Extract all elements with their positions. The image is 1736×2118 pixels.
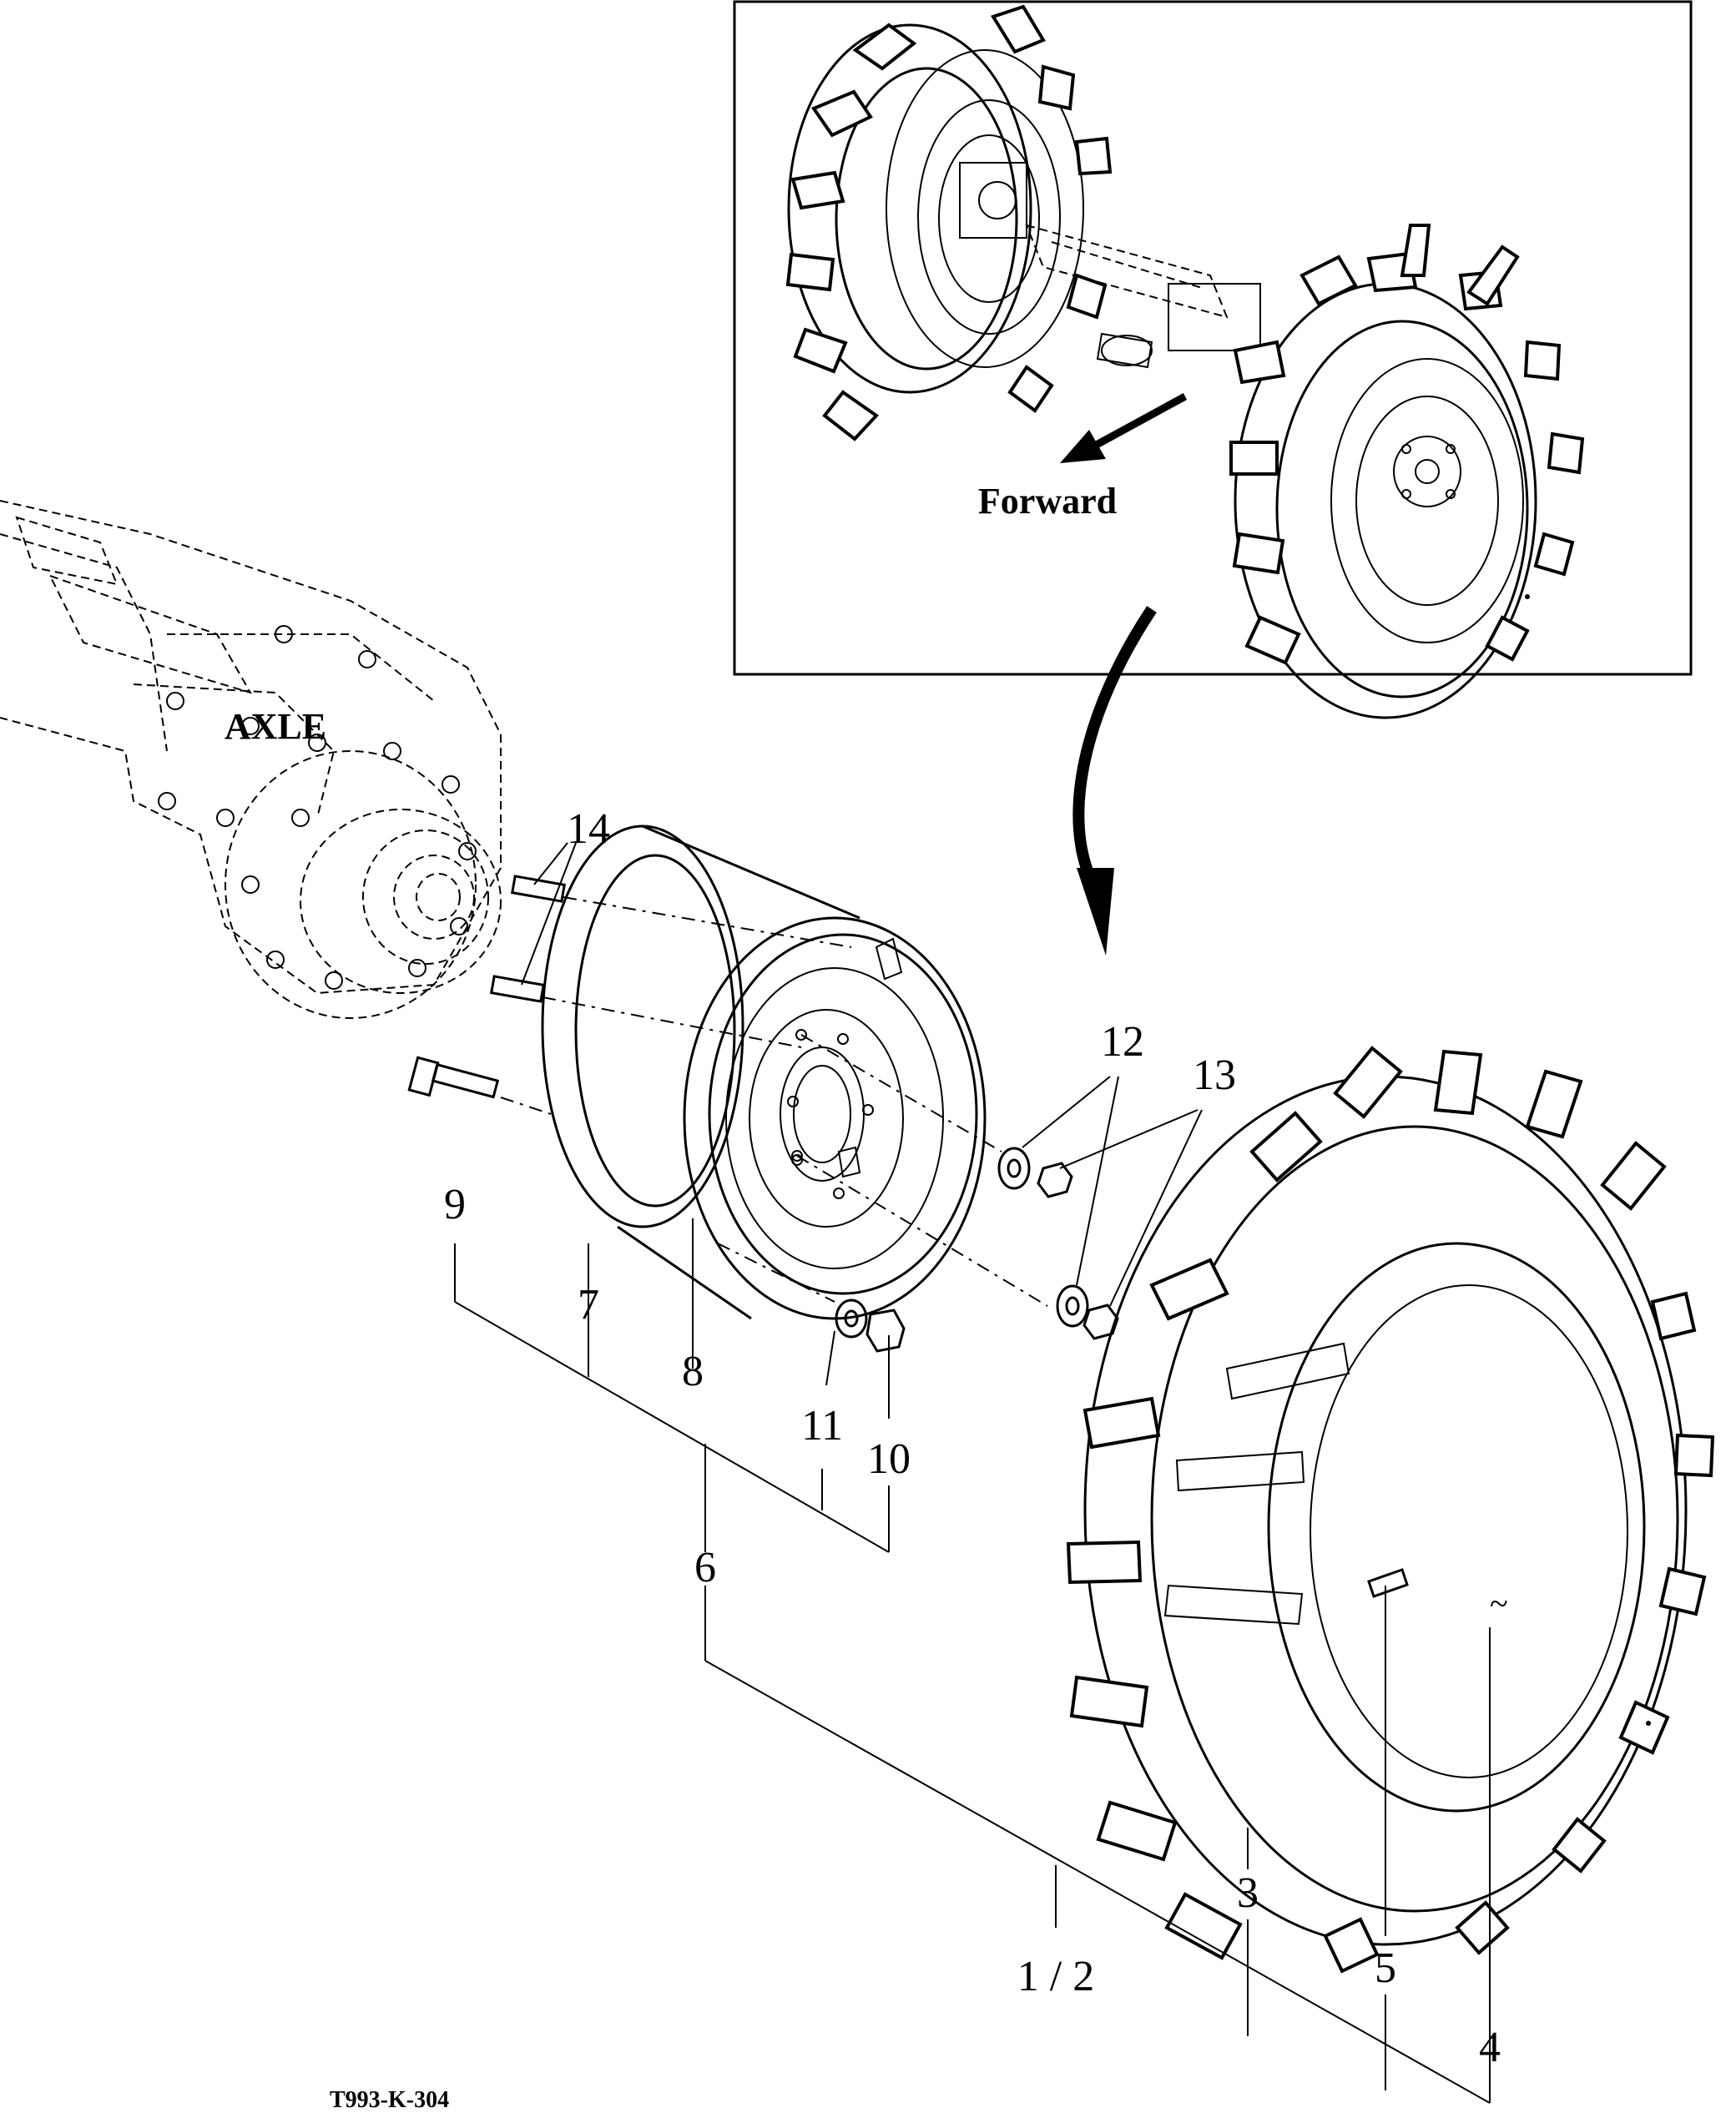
- callout-14: 14: [567, 805, 610, 853]
- inset-right-tire: [1229, 224, 1585, 719]
- washer-lower: [1056, 1284, 1089, 1328]
- callout-1-2: 1 / 2: [1017, 1953, 1094, 2000]
- callout-7: 7: [578, 1281, 599, 1329]
- curved-pointer-arrow-icon: [1072, 606, 1157, 956]
- inset-left-tire: [785, 4, 1113, 441]
- callout-4: 4: [1479, 2024, 1501, 2071]
- wheel-stud-upper: [510, 875, 852, 948]
- forward-arrow-icon: [1060, 393, 1188, 463]
- inset-axle: [1025, 224, 1261, 369]
- callout-3: 3: [1237, 1869, 1259, 1917]
- wheel-rim: [541, 825, 1048, 1320]
- callout-10: 10: [867, 1435, 911, 1483]
- callout-8: 8: [682, 1348, 704, 1395]
- washer-small: [835, 1299, 868, 1339]
- wheel-bolt: [407, 1056, 552, 1115]
- axle-label: AXLE: [225, 706, 326, 747]
- callout-11: 11: [801, 1402, 843, 1450]
- dot-mark: [1525, 594, 1530, 599]
- callout-13: 13: [1193, 1051, 1236, 1099]
- nut-upper: [1037, 1162, 1073, 1198]
- callout-6: 6: [694, 1544, 716, 1591]
- tilde-mark: ~: [1490, 1585, 1508, 1622]
- dot-mark: [1646, 1721, 1651, 1726]
- callout-12: 12: [1101, 1018, 1144, 1066]
- washer-upper: [997, 1147, 1031, 1190]
- axle-housing: [0, 500, 502, 1019]
- callout-9: 9: [444, 1181, 466, 1228]
- inset-overview: Forward: [733, 0, 1693, 719]
- figure-code: T993-K-304: [330, 2087, 449, 2113]
- nut-lower: [1082, 1304, 1119, 1340]
- main-tire: ~: [1066, 1046, 1715, 1974]
- inset-frame: [733, 0, 1693, 676]
- callout-5: 5: [1375, 1944, 1396, 1992]
- leader-lines: [454, 842, 1491, 2104]
- wheel-stud-lower: [489, 975, 802, 1048]
- nut-small: [865, 1309, 906, 1353]
- forward-label: Forward: [978, 481, 1117, 522]
